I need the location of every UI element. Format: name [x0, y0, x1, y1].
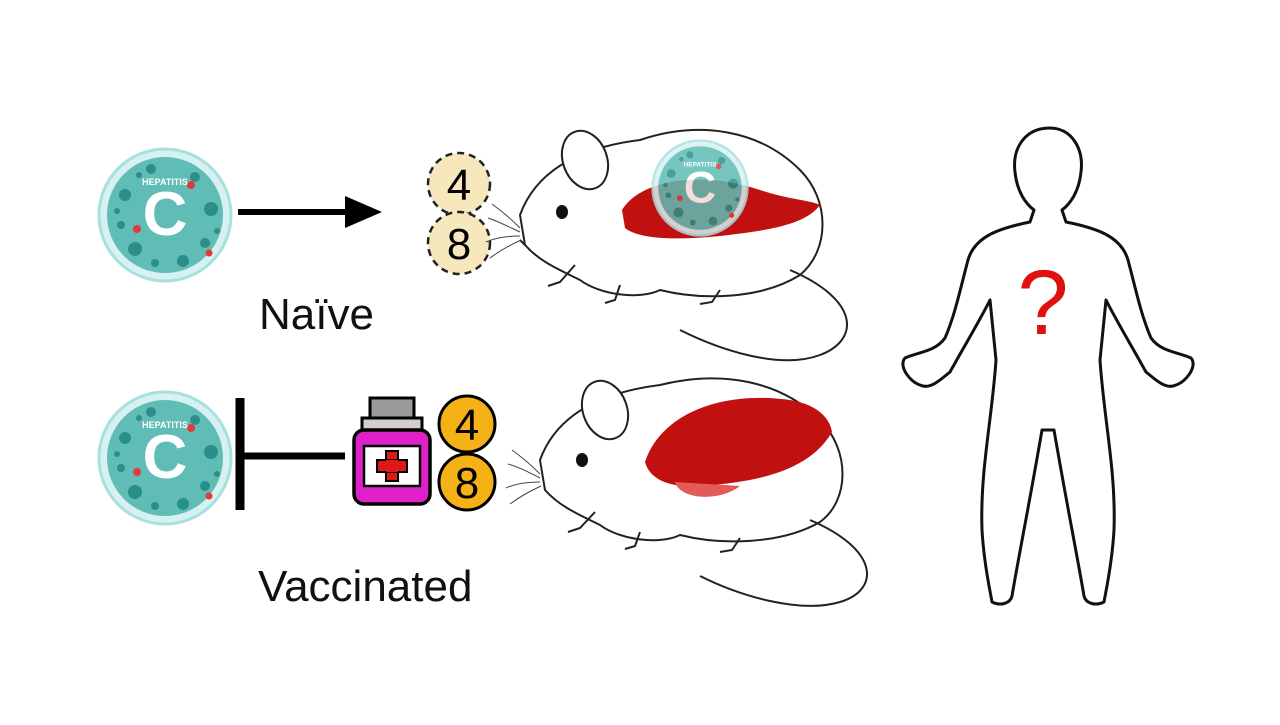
virus-letter-top: C [143, 180, 188, 249]
svg-text:4: 4 [447, 161, 471, 210]
virus-icon-top: HEPATITIS C [97, 147, 233, 283]
mouse-vaccinated [505, 377, 868, 607]
svg-text:HEPATITIS: HEPATITIS [684, 161, 718, 168]
label-vaccinated: Vaccinated [258, 562, 473, 611]
vaccine-vial-icon [352, 396, 432, 506]
svg-text:C: C [684, 163, 716, 212]
vaccine-badge-naive-8: 8 [426, 210, 492, 276]
arrow-icon [238, 196, 382, 228]
virus-banner-top: HEPATITIS [142, 177, 188, 187]
vaccine-badge-naive-4: 4 [426, 151, 492, 217]
human-silhouette-icon: ? [901, 126, 1195, 606]
liver-vaccinated [645, 397, 832, 487]
mouse-naive: HEPATITIS C [485, 129, 848, 362]
virus-banner-bottom: HEPATITIS [142, 420, 188, 430]
svg-text:4: 4 [455, 401, 479, 450]
label-naive: Naïve [259, 290, 374, 339]
virus-icon-in-mouse: HEPATITIS C [651, 139, 749, 237]
svg-text:8: 8 [447, 220, 471, 269]
virus-letter-bottom: C [143, 423, 188, 492]
vaccine-badge-vaccinated-8: 8 [437, 452, 497, 512]
inhibition-icon [235, 398, 345, 510]
vaccine-badge-vaccinated-4: 4 [437, 394, 497, 454]
question-mark: ? [1017, 252, 1068, 354]
virus-icon-bottom: HEPATITIS C [97, 390, 233, 526]
svg-text:8: 8 [455, 459, 479, 508]
